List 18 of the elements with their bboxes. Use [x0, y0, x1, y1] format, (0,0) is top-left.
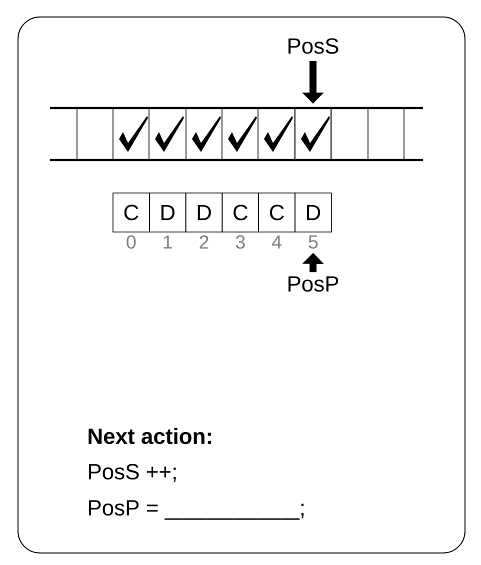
index-number: 2: [200, 235, 208, 249]
index-number: 4: [272, 235, 282, 249]
pattern-cell: C: [258, 192, 296, 232]
code-line: PosP = ___________;: [89, 500, 304, 520]
index-number: 1: [164, 235, 172, 249]
code-line: PosS ++;: [89, 464, 176, 482]
pattern-cell: D: [185, 192, 223, 232]
pattern-cell: D: [294, 192, 332, 232]
index-number: 3: [236, 235, 245, 249]
pattern-cell: C: [222, 192, 259, 232]
heading: Next action:: [88, 428, 211, 444]
pattern-cell: D: [149, 192, 186, 232]
pattern-cell: C: [112, 192, 150, 232]
pointer-label: PosP: [288, 276, 338, 292]
pointer-label: PosS: [288, 38, 338, 54]
index-number: 5: [308, 235, 318, 249]
tape-cell: [294, 108, 332, 160]
index-number: 0: [126, 235, 136, 249]
